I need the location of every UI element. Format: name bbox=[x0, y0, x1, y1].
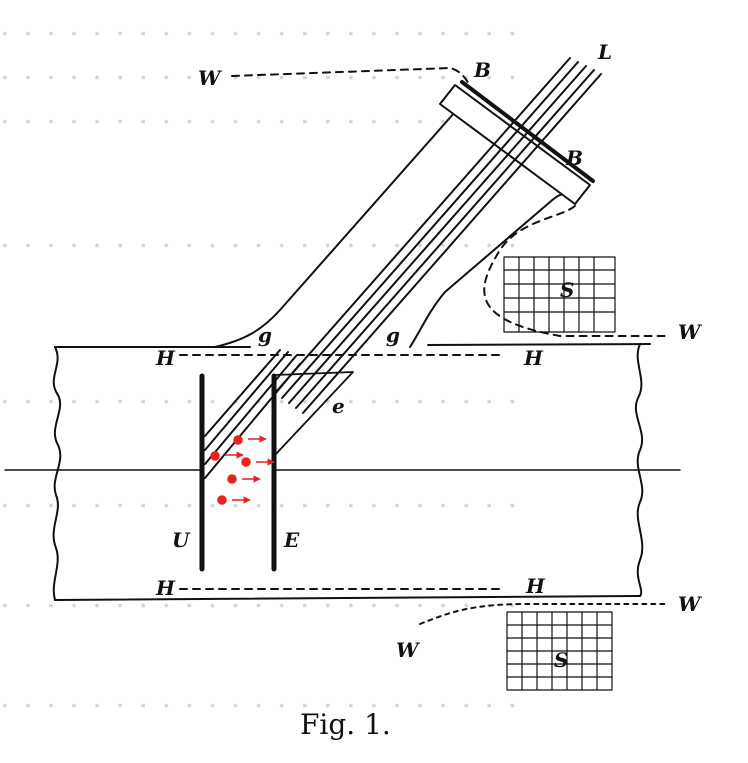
label-S-upper: S bbox=[560, 278, 575, 302]
line-W-right bbox=[483, 205, 666, 337]
particle bbox=[241, 457, 251, 467]
channel-left-break bbox=[52, 346, 62, 601]
label-B-lower: B bbox=[566, 146, 583, 170]
flange-plate bbox=[439, 84, 591, 205]
ray-bundle-line bbox=[288, 65, 587, 404]
label-e: e bbox=[332, 394, 345, 418]
ray-bundle-line bbox=[295, 69, 595, 409]
label-H-right-top: H bbox=[524, 346, 543, 370]
channel-bottom-edge bbox=[54, 595, 641, 601]
label-W-lower-left: W bbox=[396, 638, 419, 662]
label-g-right: g bbox=[386, 323, 400, 347]
label-W-lower-right: W bbox=[678, 592, 701, 616]
ray-bundle-line bbox=[204, 363, 301, 479]
particle bbox=[210, 451, 220, 461]
figure-caption: Fig. 1. bbox=[300, 708, 391, 741]
tube-left-wall bbox=[214, 111, 456, 348]
label-E: E bbox=[284, 528, 300, 552]
label-g-left: g bbox=[258, 323, 272, 347]
label-B-upper: B bbox=[474, 58, 491, 82]
channel-top-edge-right bbox=[427, 343, 651, 346]
line-W-lower bbox=[419, 603, 666, 625]
ray-bundle-line bbox=[204, 351, 289, 451]
particle bbox=[227, 474, 237, 484]
label-S-lower: S bbox=[554, 648, 569, 672]
ray-bundle-line bbox=[302, 73, 602, 414]
screen-S-lower bbox=[506, 611, 613, 691]
channel-right-break bbox=[635, 343, 644, 597]
ray-bundle-line bbox=[204, 349, 281, 437]
label-L: L bbox=[598, 40, 613, 64]
particle bbox=[217, 495, 227, 505]
particle bbox=[233, 435, 243, 445]
label-W-top: W bbox=[198, 66, 221, 90]
label-U: U bbox=[172, 528, 190, 552]
label-H-right-bottom: H bbox=[526, 574, 545, 598]
screen-S-upper bbox=[503, 256, 616, 333]
ray-bundle-line bbox=[274, 57, 571, 394]
label-H-left-bottom: H bbox=[156, 576, 175, 600]
ray-bundle-line bbox=[281, 61, 579, 399]
label-W-right: W bbox=[678, 320, 701, 344]
particle-group bbox=[210, 435, 275, 505]
line-W-top bbox=[231, 67, 471, 89]
label-H-left-top: H bbox=[156, 346, 175, 370]
